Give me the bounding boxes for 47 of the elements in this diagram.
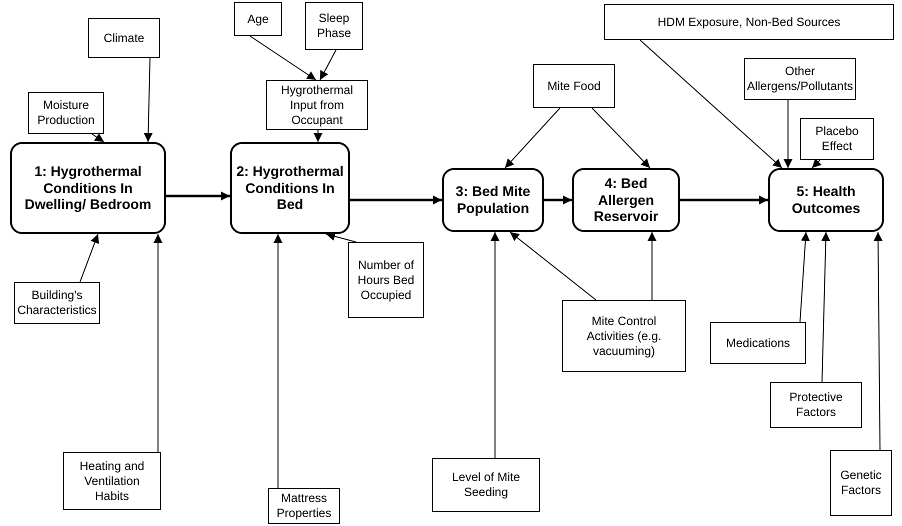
arrow (812, 158, 822, 168)
arrow (784, 100, 792, 168)
arrow (274, 234, 282, 488)
factor-box: Mite Food (533, 64, 615, 108)
outcome-box: 3: Bed Mite Population (442, 168, 544, 232)
outcome-box: 2: Hygrothermal Conditions In Bed (230, 142, 350, 234)
factor-box: Heating and Ventilation Habits (63, 452, 161, 510)
factor-box: HDM Exposure, Non-Bed Sources (604, 4, 894, 40)
arrow (648, 232, 656, 300)
arrow (314, 130, 322, 142)
arrow (800, 232, 810, 322)
factor-box: Genetic Factors (830, 450, 892, 516)
arrow (154, 234, 162, 452)
factor-box: Placebo Effect (800, 118, 874, 160)
factor-box: Moisture Production (28, 92, 104, 134)
factor-box: Climate (88, 18, 160, 58)
arrow (874, 232, 883, 450)
factor-box: Protective Factors (770, 382, 862, 428)
factor-box: Hygrothermal Input from Occupant (266, 80, 368, 130)
arrow (326, 232, 356, 242)
arrow (144, 58, 153, 142)
factor-box: Other Allergens/Pollutants (744, 58, 856, 100)
factor-box: Level of Mite Seeding (432, 458, 540, 512)
arrow (80, 234, 100, 282)
factor-box: Medications (710, 322, 806, 364)
arrow (250, 36, 316, 80)
factor-box: Sleep Phase (305, 2, 363, 50)
arrow (821, 232, 830, 382)
arrow (166, 192, 230, 200)
factor-box: Age (234, 2, 282, 36)
arrow (504, 108, 560, 168)
arrow (320, 50, 336, 80)
arrow (92, 133, 104, 142)
arrow (640, 40, 782, 168)
outcome-box: 5: Health Outcomes (768, 168, 884, 232)
factor-box: Building's Characteristics (14, 282, 100, 324)
arrow (680, 196, 768, 204)
arrow (544, 196, 572, 204)
arrow (350, 196, 442, 204)
factor-box: Mattress Properties (268, 488, 340, 524)
outcome-box: 4: Bed Allergen Reservoir (572, 168, 680, 232)
factor-box: Mite Control Activities (e.g. vacuuming) (562, 300, 686, 372)
outcome-box: 1: Hygrothermal Conditions In Dwelling/ Bedroom (10, 142, 166, 234)
arrow (510, 232, 596, 300)
arrow (490, 232, 500, 458)
arrow (592, 108, 650, 168)
factor-box: Number of Hours Bed Occupied (348, 242, 424, 318)
